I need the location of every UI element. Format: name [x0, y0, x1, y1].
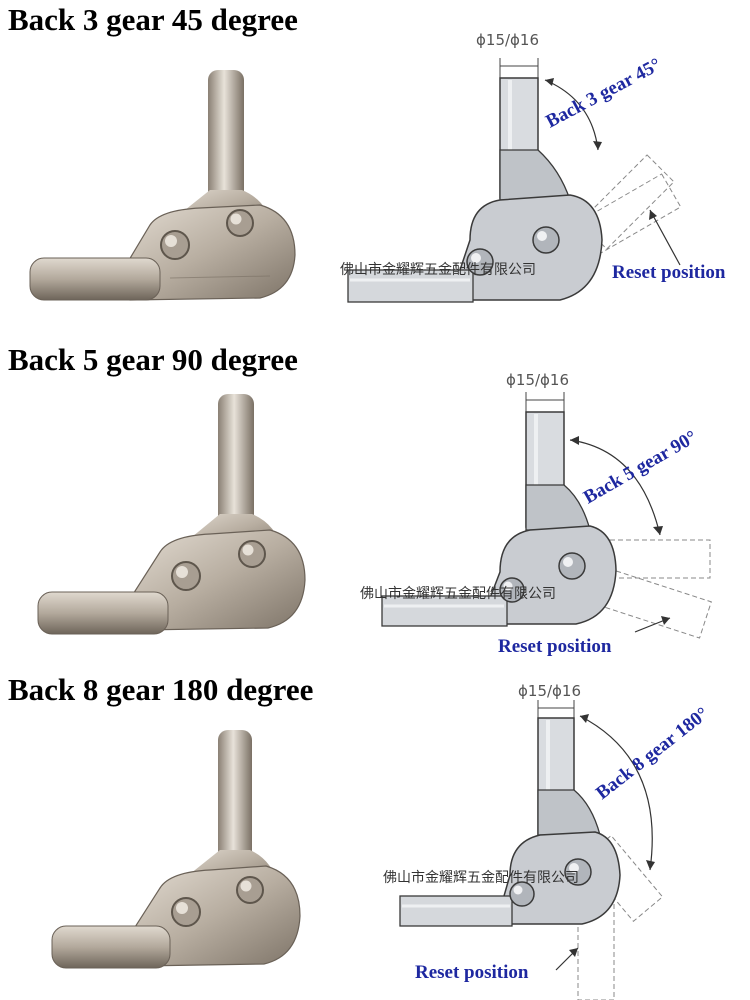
hinge-drawing: ϕ15/ϕ16 Back 5 gear 90° Reset position 佛… [360, 371, 712, 657]
reset-position-label: Reset position [612, 262, 726, 283]
hinge-photo [37, 394, 306, 635]
section-back-8-gear: Back 8 gear 180 degree ϕ15/ϕ16 [0, 670, 750, 1000]
section-back-3-gear: Back 3 gear 45 degree ϕ15/ϕ16 [0, 0, 750, 330]
hinge-drawing: ϕ15/ϕ16 Back 3 gear 45° Reset position 佛… [340, 31, 726, 303]
hinge-drawing: ϕ15/ϕ16 Back 8 gear 180° Reset position … [383, 682, 713, 1000]
hinge-photo [29, 70, 296, 301]
section-title: Back 3 gear 45 degree [8, 2, 298, 37]
dimension-label: ϕ15/ϕ16 [506, 371, 569, 389]
dimension-label: ϕ15/ϕ16 [476, 31, 539, 49]
dimension-label: ϕ15/ϕ16 [518, 682, 581, 700]
reset-position-label: Reset position [498, 636, 612, 657]
section-title: Back 5 gear 90 degree [8, 342, 298, 377]
hinge-photo [51, 730, 301, 969]
angle-label: Back 5 gear 90° [580, 427, 701, 509]
watermark-text: 佛山市金耀辉五金配件有限公司 [340, 261, 536, 278]
section-back-5-gear: Back 5 gear 90 degree ϕ15/ϕ16 [0, 340, 750, 670]
angle-label: Back 3 gear 45° [542, 54, 664, 132]
watermark-text: 佛山市金耀辉五金配件有限公司 [383, 869, 579, 886]
reset-position-label: Reset position [415, 962, 529, 983]
section-title: Back 8 gear 180 degree [8, 672, 314, 707]
watermark-text: 佛山市金耀辉五金配件有限公司 [360, 585, 556, 602]
angle-label: Back 8 gear 180° [592, 703, 713, 804]
